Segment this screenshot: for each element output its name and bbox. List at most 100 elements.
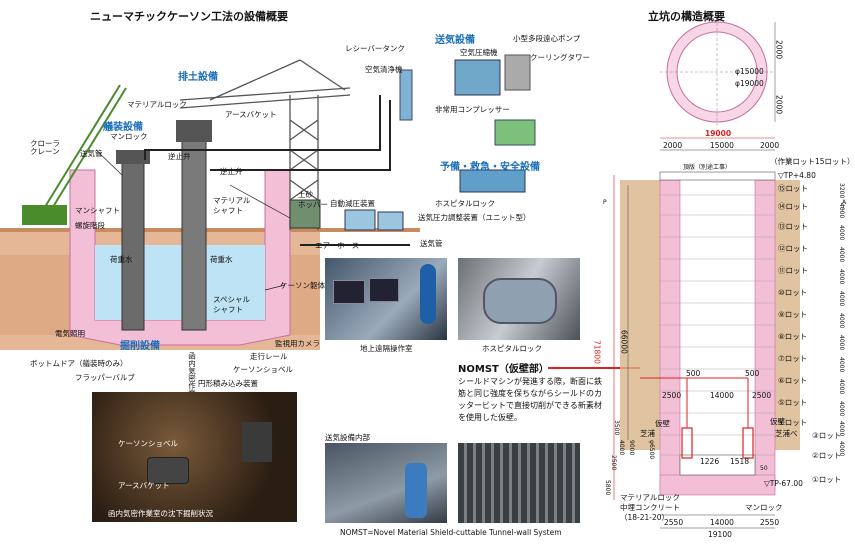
base-dim-1: 14000 — [710, 518, 734, 527]
auto-valve — [344, 209, 376, 231]
material-lock-r: マテリアルロック — [620, 493, 680, 502]
lot-6: ⑥ロット — [778, 376, 808, 385]
lot-h-11: 4000 — [838, 421, 845, 437]
lot-h-1: 4000 — [838, 203, 845, 219]
base-dim-0: 2550 — [664, 518, 684, 527]
soil-hopper — [289, 199, 321, 229]
label-flapper: フラッパーバルブ — [75, 373, 135, 382]
section-air: 送気設備 — [435, 35, 475, 46]
lot-h-12: 4000 — [838, 441, 845, 457]
bottom-dim-0: 1226 — [700, 457, 720, 466]
label-air-pipe-2: 送気管 — [420, 239, 443, 248]
label-man-shaft: マンシャフト — [75, 206, 120, 215]
dim-6500: φ6500 — [648, 440, 655, 460]
label-air-hose: エアーホース — [315, 241, 360, 250]
label-special-shaft: スペシャル シャフト — [213, 295, 250, 314]
lot-12: ⑫ロット — [778, 244, 808, 253]
label-bottom-door: ボットムドア（艤装時のみ） — [30, 359, 128, 368]
label-material-shaft: マテリアル シャフト — [213, 196, 251, 215]
label-cooling: クーリングタワー — [530, 53, 590, 62]
lot-h-3: 4000 — [838, 247, 845, 263]
label-hospital-lock: ホスピタルロック — [435, 199, 495, 208]
dim-4000: 4000 — [618, 440, 625, 456]
nomst-right — [742, 427, 754, 459]
left-dim-2: 3500 — [613, 420, 620, 436]
concrete: 中埋コンクリート — [620, 503, 680, 512]
mid-dim-1: 500 — [745, 369, 760, 378]
wall-l: 仮壁 — [655, 419, 670, 428]
label-camera: 監視用カメラ — [275, 339, 320, 348]
bottom-slab — [659, 474, 776, 496]
lot-h-10: 4000 — [838, 401, 845, 417]
sec-height: 71800 — [592, 340, 602, 364]
left-dim-1: 2500 — [610, 455, 617, 471]
shaft-structure — [613, 18, 800, 529]
caption-remote: 地上遠隔操作室 — [360, 344, 413, 353]
plan-dia2: φ19000 — [735, 79, 764, 88]
concrete-spec: （18-21-20） — [620, 513, 670, 522]
receiver-tank — [399, 69, 413, 121]
lot-10: ⑩ロット — [778, 288, 808, 297]
label-check-valve-1: 逆止弁 — [168, 152, 191, 161]
lot-15: ⑮ロット — [778, 184, 808, 193]
caption-inside-air: 送気設備内部 — [325, 433, 370, 442]
sec-top-dim-1: 15000 — [710, 141, 734, 150]
sec-work-label: 頂版（別途工事） — [683, 164, 732, 171]
mid-dim-0: 500 — [686, 369, 701, 378]
lot-4: ④ロット — [778, 418, 808, 427]
lot-13: ⑬ロット — [778, 222, 808, 231]
label-receiver-tank: レシーバータンク — [345, 44, 405, 53]
label-emergency-comp: 非常用コンプレッサー — [435, 105, 510, 114]
top-slab — [659, 171, 776, 181]
nomst-pointer — [548, 367, 640, 369]
section-safety: 予備・救急・安全設備 — [440, 162, 540, 173]
soil-left — [620, 180, 660, 450]
man-lock-r: マンロック — [745, 503, 783, 512]
crawler-body — [22, 205, 67, 225]
plan-dia1: φ15000 — [735, 67, 764, 76]
lot-h-0: 3200 — [838, 183, 845, 199]
sec-tp-top: ▽TP+4.80 — [778, 171, 816, 180]
label-auto-valve: 自動減圧装置 — [330, 199, 375, 208]
lot-h-7: 4000 — [838, 335, 845, 351]
label-caisson-body: ケーソン躯体 — [280, 281, 325, 290]
sec-top-width: 19000 — [705, 129, 732, 138]
nomst-body: シールドマシンが発進する際，断面に鉄筋と同じ強度を保ちながらシールドのカッタービ… — [458, 377, 602, 422]
hospital-lock-device — [459, 169, 526, 193]
photo-remote-room — [325, 258, 447, 340]
lot-7: ⑦ロット — [778, 354, 808, 363]
lot-2: ②ロット — [812, 451, 842, 460]
right-title: 立坑の構造概要 — [648, 10, 725, 23]
mid-width-0: 2500 — [662, 391, 682, 400]
lot-3: ③ロット — [812, 431, 842, 440]
photo-hospital-lock — [458, 258, 580, 340]
label-compressor: 空気圧縮機 — [460, 48, 498, 57]
wall-right — [754, 179, 776, 491]
label-spiral: 螺旋階段 — [75, 221, 105, 230]
emergency-compressor — [494, 119, 536, 146]
lot-9: ⑨ロット — [778, 310, 808, 319]
lot-h-5: 4000 — [838, 291, 845, 307]
photo-label-shovel: ケーソンショベル — [118, 439, 178, 448]
lot-1: ①ロット — [812, 475, 842, 484]
plan-dim-top: 2000 — [774, 40, 784, 60]
sec-height2: 66000 — [619, 330, 629, 354]
label-pump: 小型多段遠心ポンプ — [513, 34, 581, 43]
label-check-valve-2: 逆止弁 — [220, 167, 243, 176]
caption-hospital: ホスピタルロック — [482, 344, 542, 353]
section-digging: 艤装設備 — [103, 122, 143, 133]
lot-h-8: 4000 — [838, 357, 845, 373]
wall-r: 仮壁 — [770, 417, 785, 426]
mid-width-2: 2500 — [752, 391, 772, 400]
mid-width-1: 14000 — [710, 391, 734, 400]
left-title: ニューマチックケーソン工法の設備概要 — [90, 10, 288, 23]
label-man-lock: マンロック — [110, 132, 148, 141]
label-hopper: 土砂 ホッパー — [298, 190, 328, 209]
photo-underground — [92, 392, 297, 522]
section-excavation: 掘削設備 — [120, 341, 160, 352]
dim-9000: 9000 — [628, 440, 635, 456]
label-air-pipe: 送気管 — [80, 149, 103, 158]
crawler-crane — [39, 84, 127, 216]
footer-note: NOMST=Novel Material Shield-cuttable Tun… — [340, 528, 562, 537]
nomst-left — [681, 427, 693, 459]
